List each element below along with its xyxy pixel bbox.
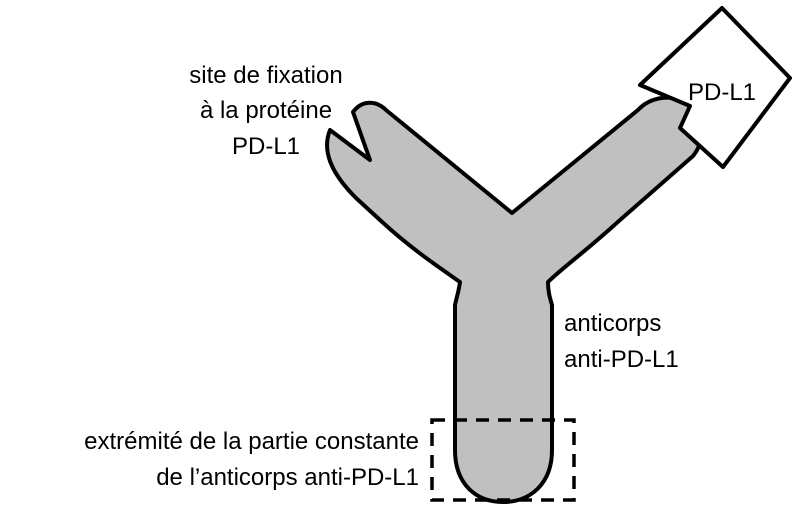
antibody-label-line2: anti-PD-L1	[564, 346, 679, 373]
constant-end-label-line1: extrémité de la partie constante	[84, 428, 419, 455]
pdl1-protein-label: PD-L1	[688, 79, 756, 106]
antibody-label-line1: anticorps	[564, 310, 661, 337]
binding-site-label-line2: à la protéine	[200, 97, 332, 124]
binding-site-label-line3: PD-L1	[232, 133, 300, 160]
constant-end-label-line2: de l’anticorps anti-PD-L1	[156, 464, 419, 491]
binding-site-label-line1: site de fixation	[189, 62, 342, 89]
